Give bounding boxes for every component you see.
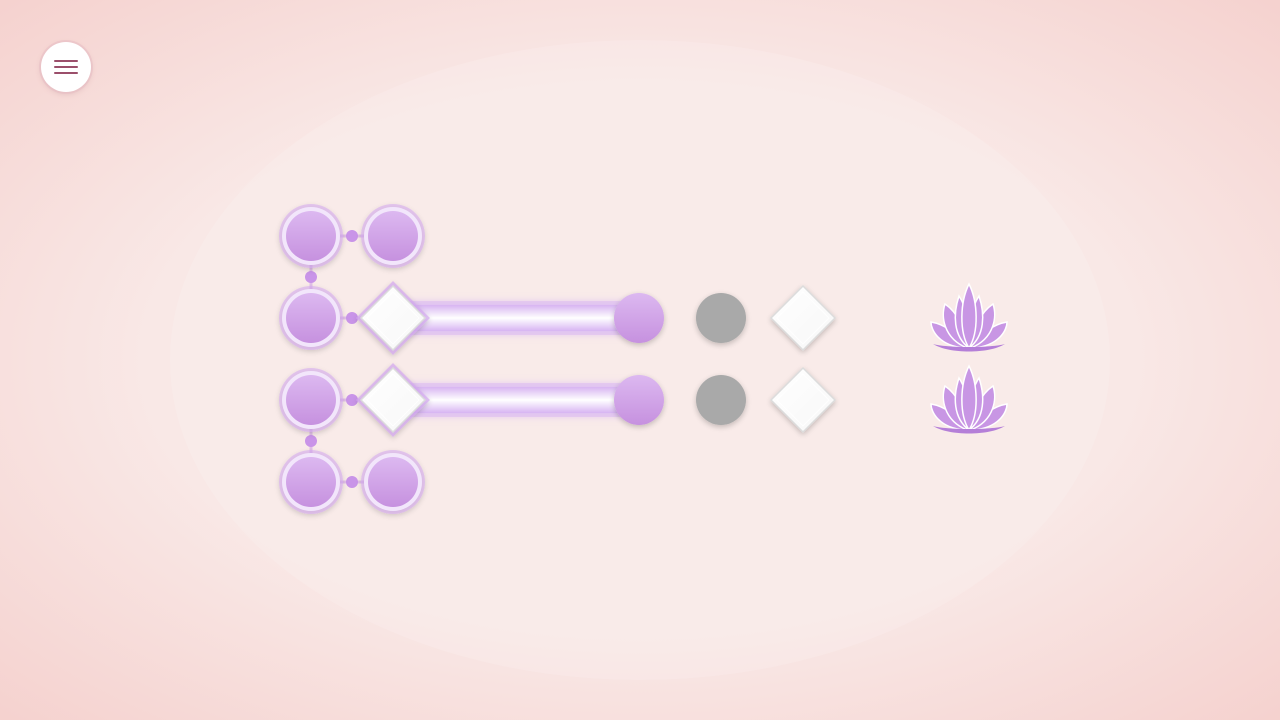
- target-diamond[interactable]: [769, 366, 837, 434]
- hamburger-menu-icon: [54, 60, 78, 62]
- inactive-orb[interactable]: [696, 375, 746, 425]
- links-layer: [305, 230, 393, 488]
- lotus-icon: [930, 282, 1008, 352]
- beams-layer: [393, 301, 639, 417]
- hamburger-menu-icon-bar-bottom: [54, 72, 78, 74]
- hamburger-menu-icon-bar-middle: [54, 66, 78, 68]
- goals-layer: [930, 282, 1008, 434]
- inactive-orb[interactable]: [696, 293, 746, 343]
- ring-node[interactable]: [361, 204, 425, 268]
- beam-end-orb: [614, 293, 664, 343]
- target-diamond[interactable]: [769, 284, 837, 352]
- menu-button[interactable]: [41, 42, 91, 92]
- ring-node[interactable]: [361, 450, 425, 514]
- ring-node[interactable]: [279, 450, 343, 514]
- diamonds-layer: [356, 281, 837, 437]
- nodes-layer: [279, 204, 425, 514]
- beam-end-orb: [614, 375, 664, 425]
- lotus-icon: [930, 364, 1008, 434]
- emitter-diamond[interactable]: [356, 281, 430, 355]
- ring-node[interactable]: [279, 368, 343, 432]
- light-beam: [393, 301, 639, 335]
- orbs-layer: [614, 293, 746, 425]
- ring-node[interactable]: [279, 204, 343, 268]
- light-beam: [393, 383, 639, 417]
- emitter-diamond[interactable]: [356, 363, 430, 437]
- background-glow: [170, 40, 1110, 680]
- ring-node[interactable]: [279, 286, 343, 350]
